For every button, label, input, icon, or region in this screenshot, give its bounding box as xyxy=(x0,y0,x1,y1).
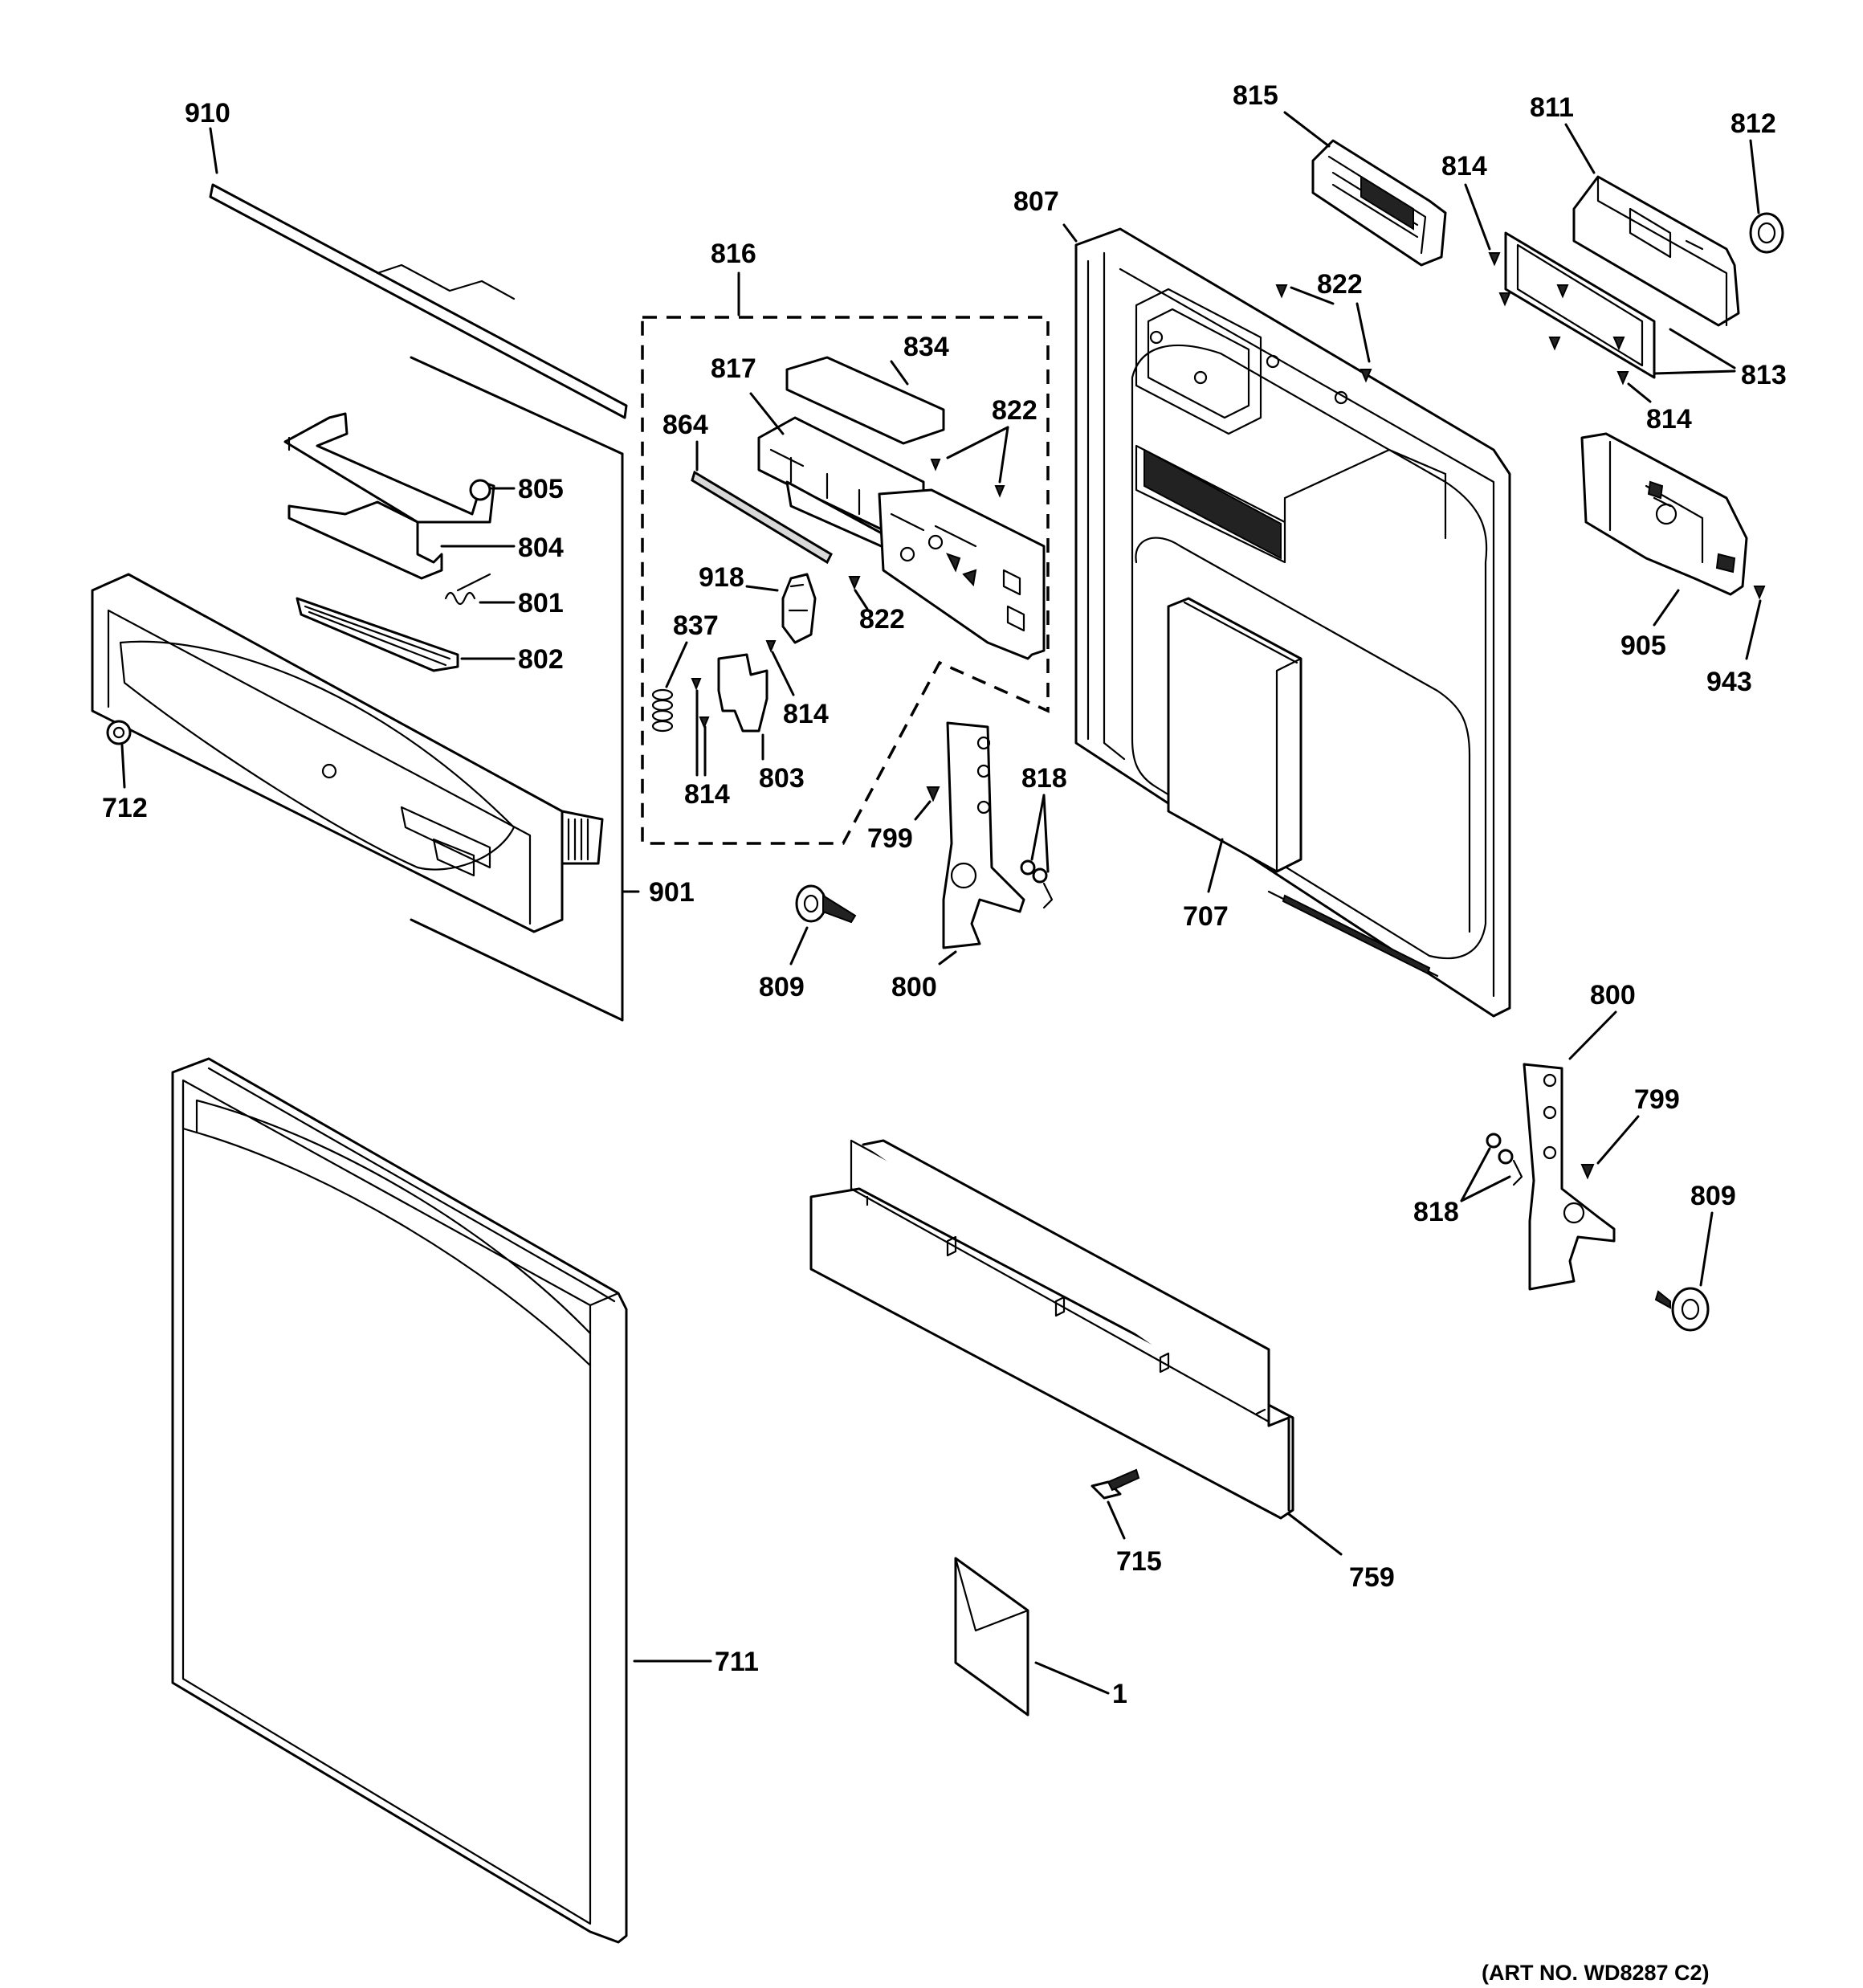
label-809-left: 809 xyxy=(759,972,805,1002)
label-814-lower: 814 xyxy=(1646,404,1692,435)
part-901-control-panel xyxy=(91,573,604,933)
label-807: 807 xyxy=(1013,186,1059,217)
part-759-kickplate xyxy=(809,1139,1343,1556)
part-802-hinge xyxy=(296,597,516,672)
label-943: 943 xyxy=(1706,667,1752,697)
part-803-block xyxy=(717,653,768,761)
label-815: 815 xyxy=(1233,80,1278,111)
label-814-upper: 814 xyxy=(1441,151,1487,182)
part-816-bracket xyxy=(878,488,1046,660)
label-910: 910 xyxy=(185,98,230,129)
part-814-screws-upper xyxy=(1464,183,1625,351)
label-901: 901 xyxy=(649,877,695,908)
part-712-knob xyxy=(106,720,132,789)
part-822-screws-top xyxy=(1275,284,1372,383)
leader-707 xyxy=(1207,838,1224,893)
label-818-left: 818 xyxy=(1021,763,1067,794)
label-837: 837 xyxy=(673,610,719,641)
label-800-right: 800 xyxy=(1590,980,1636,1010)
part-822-screw xyxy=(848,576,869,610)
label-715: 715 xyxy=(1116,1546,1162,1577)
part-814-screws-group xyxy=(691,640,795,777)
part-814-screw-lower xyxy=(1616,371,1652,403)
label-800-left: 800 xyxy=(891,972,937,1002)
label-803: 803 xyxy=(759,763,805,794)
label-817: 817 xyxy=(711,353,756,384)
label-816: 816 xyxy=(711,239,756,269)
part-799-screw-right xyxy=(1580,1115,1640,1180)
label-712: 712 xyxy=(102,793,148,823)
label-814-right: 814 xyxy=(783,699,829,729)
part-822-screws-group xyxy=(930,426,1009,498)
label-707: 707 xyxy=(1183,901,1229,932)
part-864-strip xyxy=(691,440,833,565)
label-759: 759 xyxy=(1349,1562,1395,1593)
part-815-vent xyxy=(1283,111,1447,267)
label-822-switch: 822 xyxy=(859,604,905,635)
art-number: (ART NO. WD8287 C2) xyxy=(1482,1961,1710,1985)
label-813: 813 xyxy=(1741,360,1787,390)
label-804: 804 xyxy=(518,533,564,563)
label-802: 802 xyxy=(518,644,564,675)
label-811: 811 xyxy=(1530,92,1574,123)
part-943-screw xyxy=(1745,586,1766,660)
label-809-right: 809 xyxy=(1690,1181,1736,1211)
part-910-trim-strip xyxy=(209,127,628,419)
part-707-inner-door xyxy=(1062,223,1511,1018)
part-805-lever xyxy=(283,412,516,524)
part-918-switch xyxy=(745,573,817,644)
label-905: 905 xyxy=(1620,631,1666,661)
label-818-right: 818 xyxy=(1413,1197,1459,1227)
group-816-latch-assembly xyxy=(641,271,1050,845)
part-811-dispenser xyxy=(1564,123,1740,327)
group-901-bracket xyxy=(410,356,640,1022)
part-809-bumper-left xyxy=(789,884,857,965)
part-818-clips-right xyxy=(1460,1133,1523,1202)
label-799-right: 799 xyxy=(1634,1084,1680,1115)
part-800-hinge-left xyxy=(938,721,1025,965)
label-864: 864 xyxy=(662,410,708,440)
part-711-door-panel xyxy=(171,1057,712,1944)
part-800-hinge-right xyxy=(1523,1010,1617,1291)
label-805: 805 xyxy=(518,474,564,504)
label-799-left: 799 xyxy=(867,823,913,854)
part-799-screw-left xyxy=(914,786,940,821)
label-711: 711 xyxy=(715,1647,759,1677)
part-812-cap xyxy=(1749,139,1784,254)
label-834: 834 xyxy=(903,332,949,362)
label-822-top: 822 xyxy=(1317,269,1363,300)
label-918: 918 xyxy=(699,562,744,593)
part-801-spring xyxy=(444,573,516,606)
part-905-control-board xyxy=(1580,432,1748,627)
part-1-literature xyxy=(954,1557,1110,1717)
label-801: 801 xyxy=(518,588,564,618)
label-812: 812 xyxy=(1731,108,1776,139)
label-1: 1 xyxy=(1112,1679,1127,1709)
part-715-screw xyxy=(1090,1468,1140,1540)
part-809-bumper-right xyxy=(1654,1211,1714,1332)
label-814-left: 814 xyxy=(684,779,730,810)
part-837-springs xyxy=(651,641,688,733)
part-804-bracket xyxy=(287,500,516,580)
label-822-group: 822 xyxy=(992,395,1037,426)
part-834-cover xyxy=(785,356,945,445)
part-818-clips-left xyxy=(1020,794,1054,909)
